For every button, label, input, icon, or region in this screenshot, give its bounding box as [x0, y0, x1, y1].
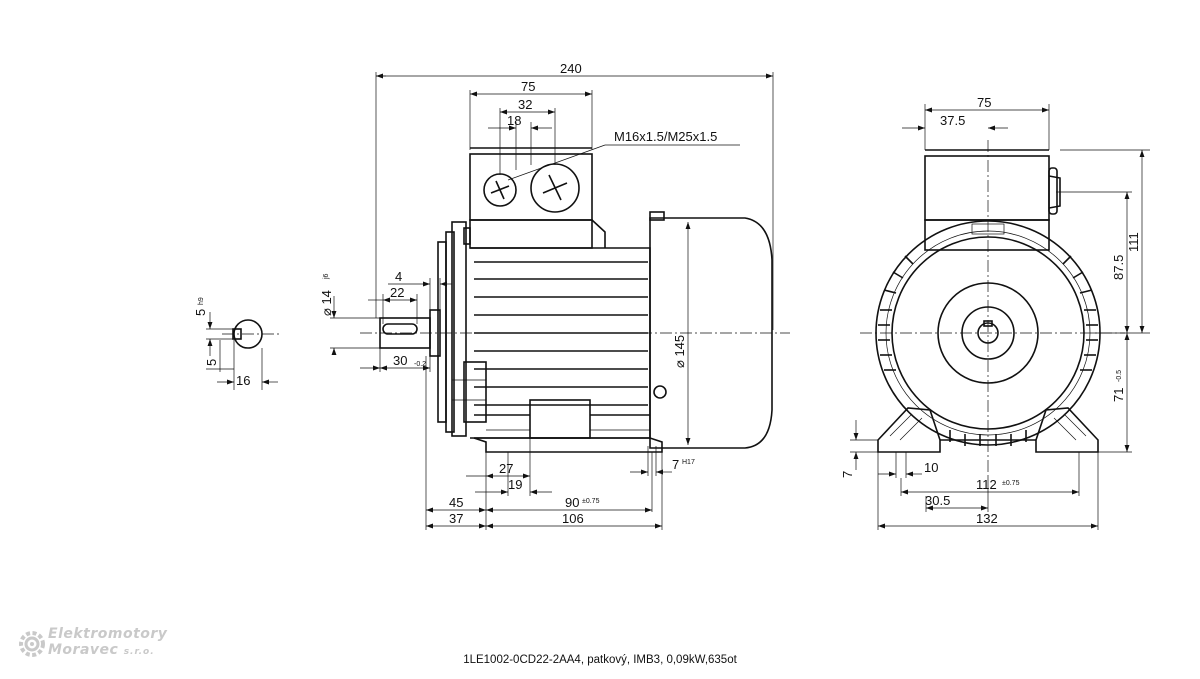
key-width-tol: h9 [198, 297, 205, 305]
end-view: 75 37.5 111 87.5 71 -0.5 7 10 112 ±0.75 [840, 95, 1150, 530]
cooling-ribs [474, 261, 648, 406]
shaft-offset-label: 16 [236, 373, 250, 388]
dim-shaft-diameter-tol: j6 [323, 273, 330, 280]
drawing-caption: 1LE1002-0CD22-2AA4, patkový, IMB3, 0,09k… [463, 654, 737, 666]
end-dim-box-half: 37.5 [940, 113, 965, 128]
key-width-label: 5 [193, 309, 208, 316]
logo-name: Moravec [48, 642, 119, 658]
end-dim-bolt-spacing-tol: ±0.75 [1002, 480, 1020, 487]
dim-shaft-to-foot: 37 [449, 511, 463, 526]
dim-flange-to-foot: 45 [449, 495, 463, 510]
dim-body-diameter: ⌀ 145 [672, 335, 687, 368]
dim-gland-thread: M16x1.5/M25x1.5 [614, 129, 717, 144]
side-view: 240 75 32 18 M16x1.5/M25x1.5 4 22 [319, 61, 790, 530]
end-dim-foot-hole: 10 [924, 460, 938, 475]
shaft-section-view: 5 h9 5 16 [193, 297, 280, 390]
dim-key-length: 22 [390, 285, 404, 300]
terminal-box [469, 147, 606, 249]
dim-shaft-step: 4 [395, 269, 402, 284]
dim-box-width: 75 [521, 79, 535, 94]
dim-foot-slot-width: 27 [499, 461, 513, 476]
dim-shaft-length-tol: -0.2 [414, 361, 426, 368]
key-depth-label: 5 [204, 359, 219, 366]
end-dim-bolt-spacing: 112 [976, 477, 997, 492]
end-dim-foot-half: 30.5 [925, 493, 950, 508]
dim-shaft-length: 30 [393, 353, 407, 368]
dim-foot-spacing-tol: ±0.75 [582, 498, 600, 505]
logo-line-2: Moravec s.r.o. [48, 642, 155, 658]
end-dim-foot-width: 132 [976, 511, 998, 526]
dim-gland-outer: 32 [518, 97, 532, 112]
dim-foot-spacing: 90 [565, 495, 579, 510]
dim-foot-hole: 7 [672, 457, 679, 472]
dim-total-length: 240 [560, 61, 582, 76]
dim-shaft-diameter: ⌀ 14 [319, 290, 334, 316]
dim-foot-slot-offset: 19 [508, 477, 522, 492]
side-feet [473, 399, 663, 453]
end-dim-foot-thickness: 7 [840, 471, 855, 478]
end-dim-shaft-height-tol: -0.5 [1116, 370, 1123, 382]
logo-line-1: Elektromotory [48, 626, 168, 642]
end-dim-shaft-height: 71 [1111, 388, 1126, 402]
dim-foot-hole-tol: H17 [682, 459, 695, 466]
logo-suffix: s.r.o. [123, 647, 155, 657]
end-dim-box-width: 75 [977, 95, 991, 110]
gear-logo-icon [19, 631, 45, 657]
end-dim-height-box: 87.5 [1111, 255, 1126, 280]
dim-foot-length: 106 [562, 511, 584, 526]
dim-gland-inner: 18 [507, 113, 521, 128]
company-logo: Elektromotory Moravec s.r.o. [18, 626, 218, 662]
end-dim-height-total: 111 [1126, 232, 1141, 252]
